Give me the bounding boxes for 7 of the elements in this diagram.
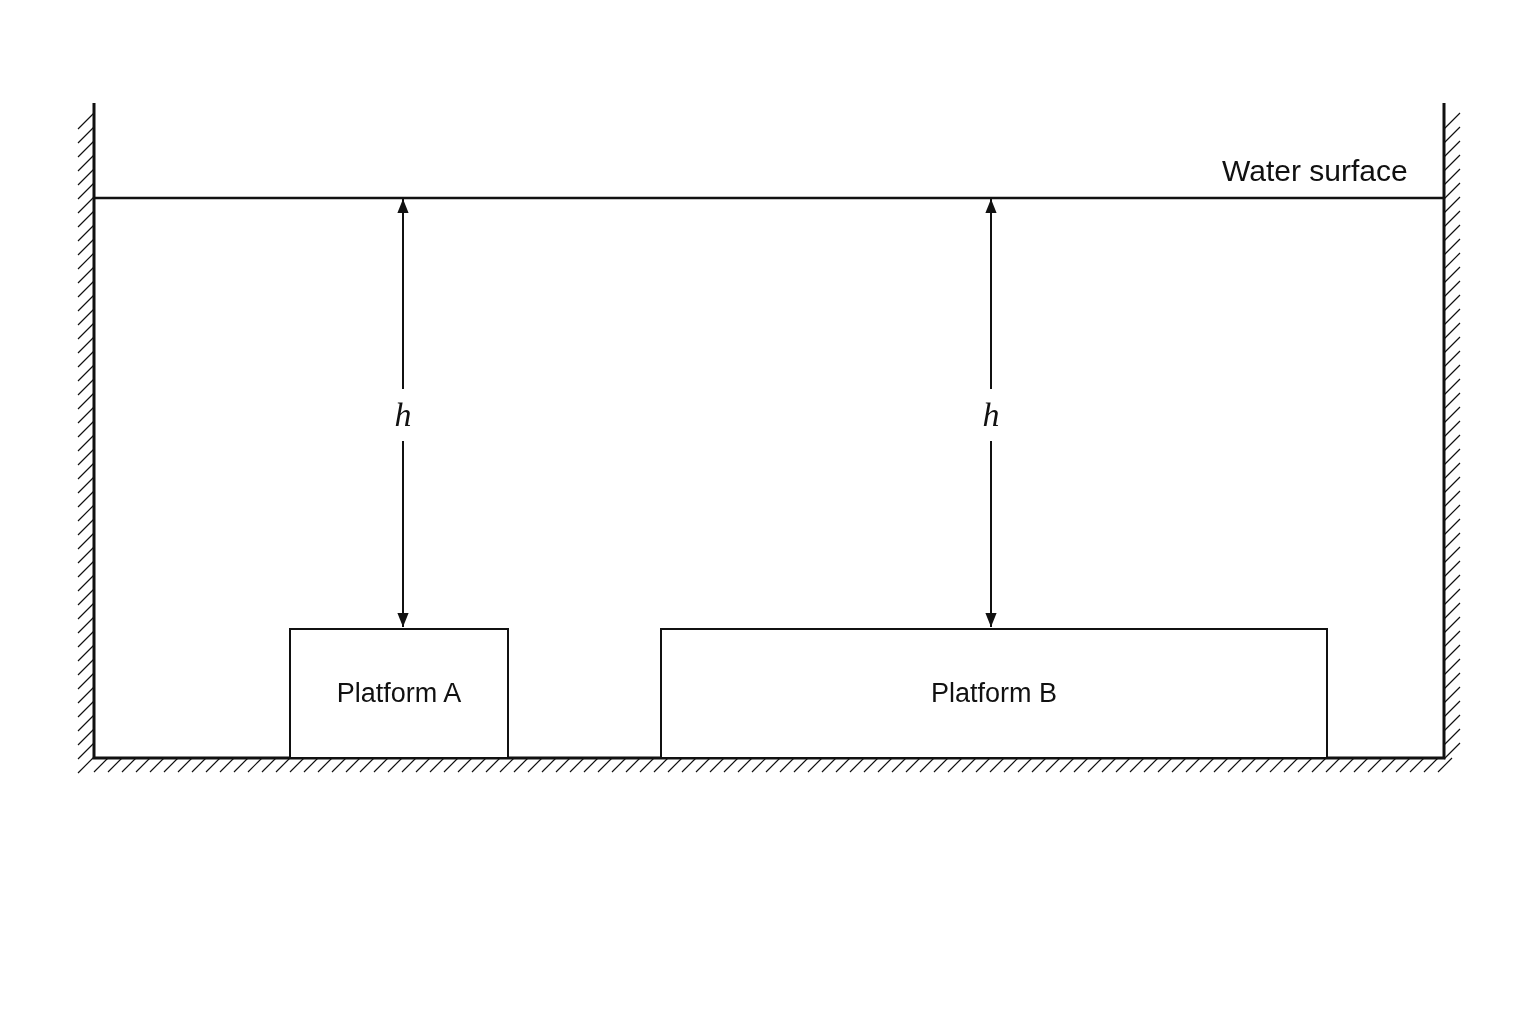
platform-label: Platform B bbox=[930, 678, 1057, 709]
platform-box bbox=[289, 628, 509, 759]
platform-label: Platform A bbox=[336, 678, 462, 709]
height-label: h bbox=[394, 398, 412, 432]
platform-box bbox=[660, 628, 1328, 759]
height-label: h bbox=[982, 398, 1000, 432]
water-surface-label: Water surface bbox=[1222, 156, 1408, 186]
